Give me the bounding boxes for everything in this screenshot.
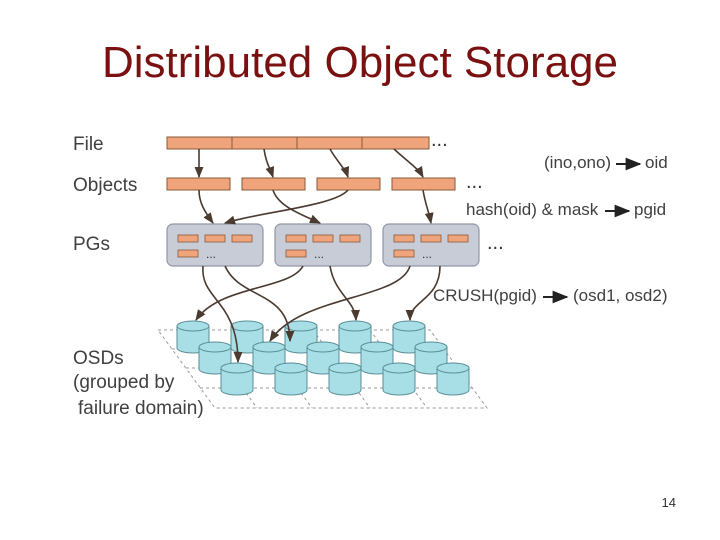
- objects-label: Objects: [73, 175, 138, 196]
- object-segment: [316, 177, 381, 191]
- pg-box: ...: [382, 223, 480, 267]
- object-segment: [391, 177, 456, 191]
- osds-grouped-label: (grouped by: [73, 372, 175, 393]
- osds-label: OSDs: [73, 348, 124, 369]
- pg-to-osd-mapping-input: CRUSH(pgid): [433, 286, 537, 305]
- osd-disk: [382, 362, 416, 396]
- osds-failure-domain-label: failure domain): [78, 398, 204, 419]
- mapping-arrows: [543, 157, 642, 304]
- file-to-object-mapping-output: oid: [645, 153, 668, 172]
- file-to-object-arrows: [194, 148, 424, 179]
- osd-disk: [436, 362, 470, 396]
- object-to-pg-mapping-input: hash(oid) & mask: [466, 200, 599, 219]
- pg-more-dots: ...: [314, 247, 324, 261]
- object-to-pg-arrows: [198, 189, 434, 225]
- pg-to-osd-mapping-output: (osd1, osd2): [573, 286, 668, 305]
- object-segment: [241, 177, 306, 191]
- file-label: File: [73, 134, 104, 155]
- file-ellipsis: ...: [431, 129, 448, 151]
- pg-box: ...: [166, 223, 264, 267]
- object-segment: [166, 177, 231, 191]
- object-segments: [166, 177, 456, 191]
- file-to-object-mapping-input: (ino,ono): [544, 153, 612, 172]
- osd-disk: [328, 362, 362, 396]
- pgs-label: PGs: [73, 234, 110, 255]
- objects-ellipsis: ...: [466, 171, 483, 193]
- file-bar: [166, 136, 430, 150]
- pg-more-dots: ...: [206, 247, 216, 261]
- object-to-pg-mapping-output: pgid: [634, 200, 667, 219]
- osd-cylinders: [176, 320, 470, 396]
- pgs-ellipsis: ...: [487, 232, 504, 254]
- page-number: 14: [661, 495, 676, 510]
- pg-to-osd-arrows: [195, 265, 441, 364]
- pg-box: ...: [274, 223, 372, 267]
- pg-more-dots: ...: [422, 247, 432, 261]
- osd-disk: [274, 362, 308, 396]
- osd-disk: [220, 362, 254, 396]
- slide-title: Distributed Object Storage: [101, 38, 619, 87]
